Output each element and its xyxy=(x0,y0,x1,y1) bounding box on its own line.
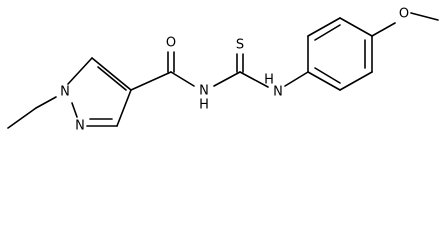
bond-ar-c2-c3-inner xyxy=(314,24,341,41)
bond-c4-c3 xyxy=(116,89,132,127)
bond-ar-o xyxy=(371,22,396,37)
bond-ar-c3-c4 xyxy=(339,17,373,37)
atom-h-amide: H xyxy=(199,98,209,113)
bond-n2-n1 xyxy=(71,102,78,118)
bond-ethyl-ch2-n xyxy=(35,96,57,109)
atom-s-thione: S xyxy=(236,38,244,53)
atom-o-methoxy: O xyxy=(399,7,409,22)
molecule-diagram: O S O N H H N N N xyxy=(7,7,439,134)
atom-n-thioamide: N xyxy=(273,85,283,100)
bond-carbonyl-c-nh xyxy=(170,71,195,87)
bond-ar-c5-c6 xyxy=(339,71,373,91)
atom-n-pyrazole-2: N xyxy=(75,119,85,134)
bond-nh-aryl xyxy=(284,71,309,87)
bond-o-ch3 xyxy=(410,12,439,21)
bond-c5-c4 xyxy=(91,57,132,91)
bond-c4-carbonyl-c xyxy=(130,71,172,91)
bond-ar-c6-c1 xyxy=(307,71,341,91)
bond-ar-c6-c1-inner xyxy=(314,67,341,84)
bond-nh-thiocarbonyl xyxy=(213,71,241,87)
bond-ethyl-ch3 xyxy=(7,107,37,129)
bond-c5-c4-inner xyxy=(97,66,127,91)
atom-o-carbonyl: O xyxy=(166,36,176,51)
bond-ar-c2-c3 xyxy=(307,17,341,37)
bond-n1-c5 xyxy=(67,57,93,85)
atom-h-thioamide: H xyxy=(264,73,274,88)
atom-n-amide: N xyxy=(199,84,209,99)
atom-n-pyrazole-1: N xyxy=(60,85,70,100)
structure-drawing: O S O N H H N N N xyxy=(7,7,439,134)
bond-thiocarbonyl-nh xyxy=(239,71,269,88)
